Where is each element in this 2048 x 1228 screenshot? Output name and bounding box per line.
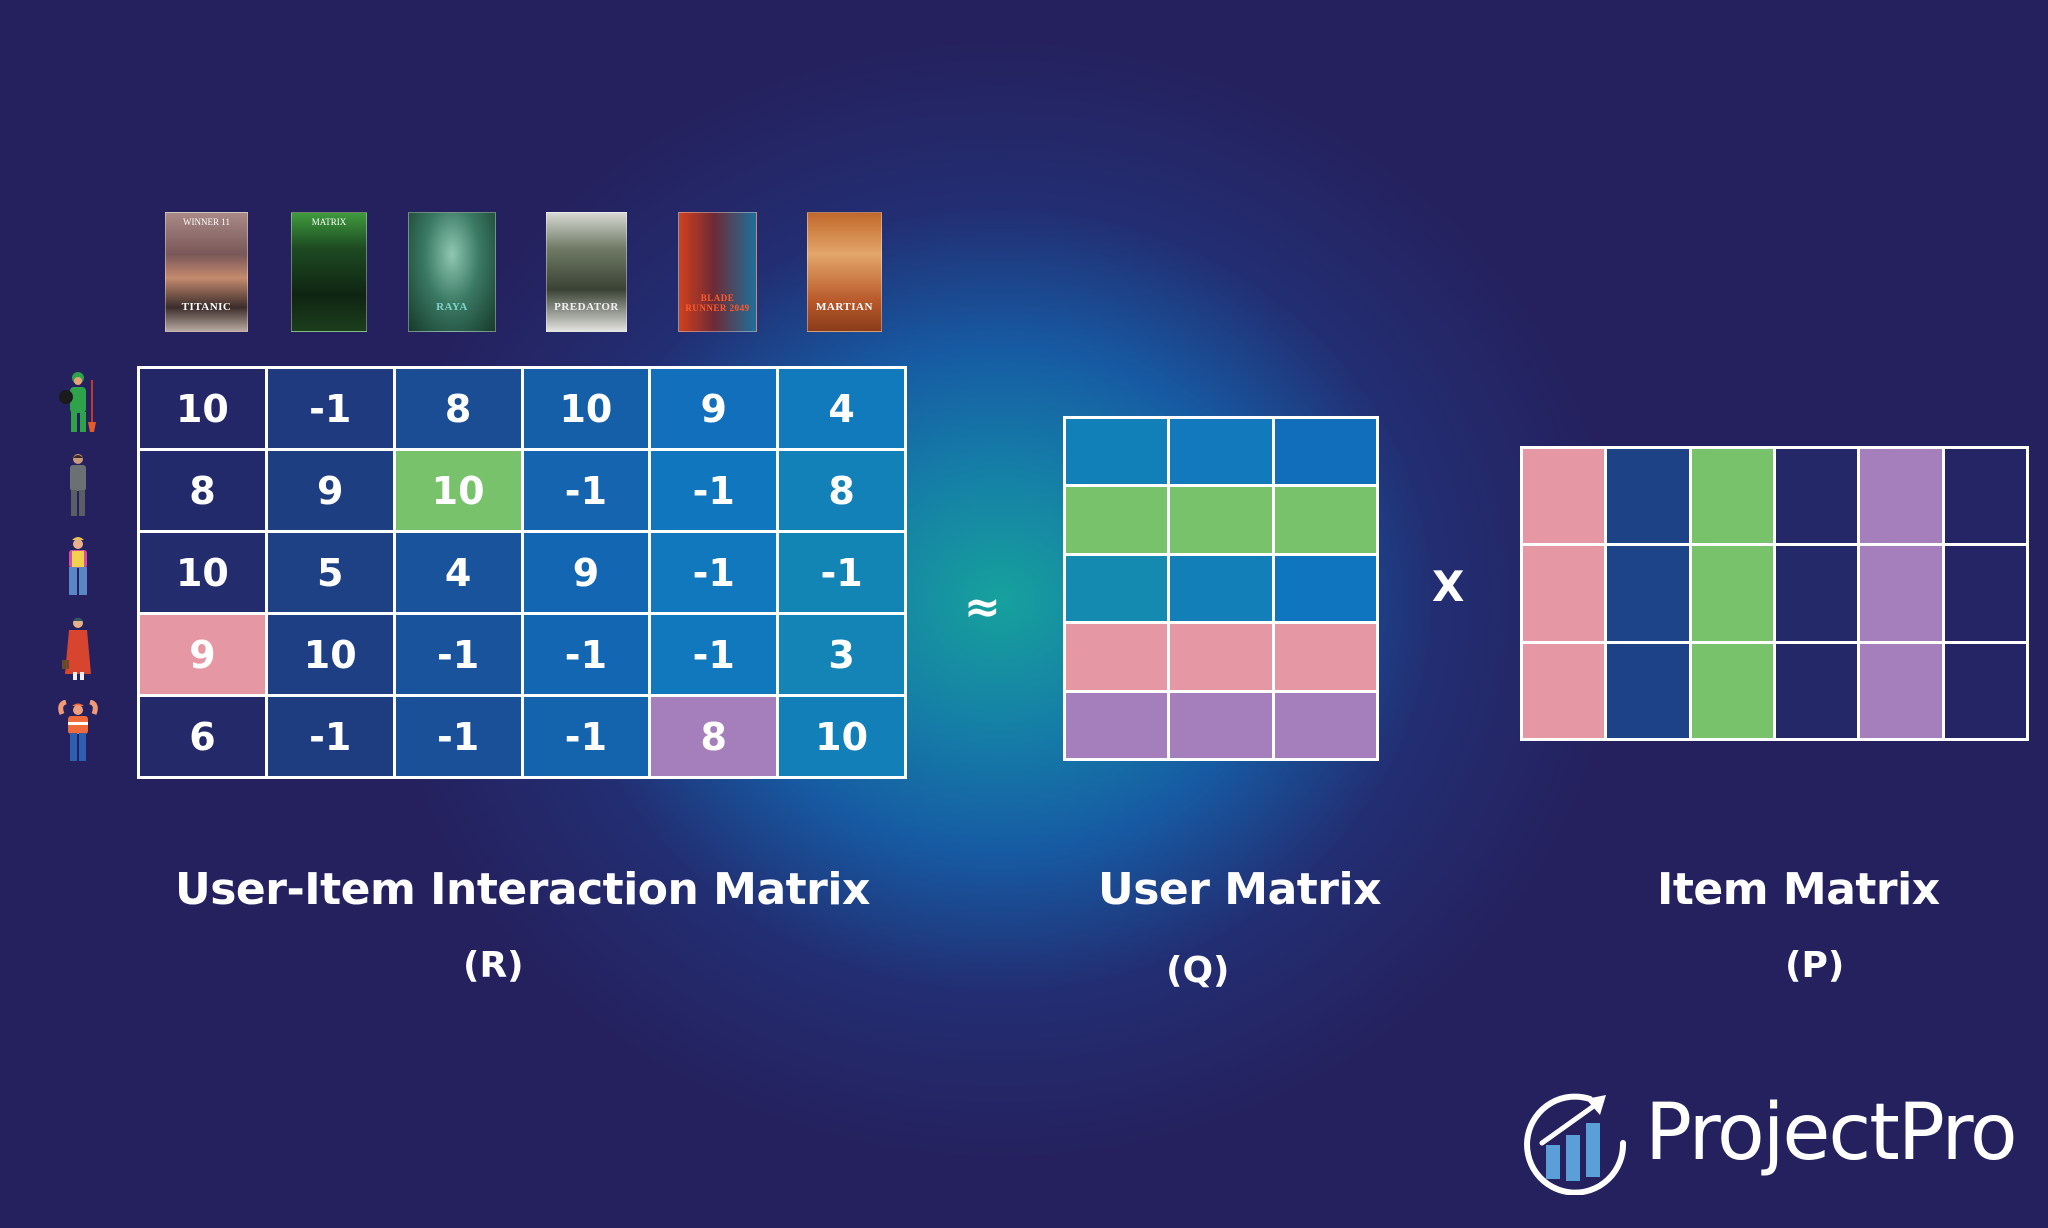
poster-matrix: MATRIX xyxy=(291,212,367,332)
construction-worker-user-icon xyxy=(69,537,87,595)
item-factor-cell xyxy=(1523,546,1605,641)
poster-title: BLADE RUNNER 2049 xyxy=(685,293,750,313)
user-matrix-grid xyxy=(1063,416,1379,761)
rating-cell: -1 xyxy=(395,615,521,694)
item-factor-cell xyxy=(1776,546,1858,641)
user-factor-cell xyxy=(1274,624,1376,690)
rating-cell: -1 xyxy=(651,615,777,694)
poster-titanic: WINNER 11 TITANIC xyxy=(165,212,248,332)
rating-cell: 10 xyxy=(140,369,265,448)
user-matrix-title: User Matrix xyxy=(1098,864,1381,915)
item-factor-cell xyxy=(1776,449,1858,544)
poster-blade-runner: BLADE RUNNER 2049 xyxy=(678,212,757,332)
user-factor-cell xyxy=(1274,692,1376,758)
user-factor-cell xyxy=(1274,419,1376,485)
item-factor-cell xyxy=(1944,546,2026,641)
rating-cell: 4 xyxy=(779,369,904,448)
user-matrix-symbol: (Q) xyxy=(1166,950,1230,991)
item-factor-cell xyxy=(1860,449,1942,544)
item-factor-cell xyxy=(1607,643,1689,738)
item-matrix-grid xyxy=(1520,446,2029,741)
item-factor-cell xyxy=(1691,643,1773,738)
user-factor-cell xyxy=(1066,487,1168,553)
rating-cell: 10 xyxy=(267,615,393,694)
item-factor-cell xyxy=(1860,643,1942,738)
rating-cell: 8 xyxy=(395,369,521,448)
interaction-matrix-symbol: (R) xyxy=(463,945,524,986)
rating-cell: -1 xyxy=(779,533,904,612)
user-factor-cell xyxy=(1170,419,1272,485)
rating-cell: -1 xyxy=(651,451,777,530)
rating-cell: 5 xyxy=(267,533,393,612)
item-factor-cell xyxy=(1860,546,1942,641)
rating-cell: 10 xyxy=(140,533,265,612)
poster-raya: RAYA xyxy=(408,212,496,332)
growth-chart-logo-icon xyxy=(1524,1093,1627,1195)
rating-cell: 4 xyxy=(395,533,521,612)
rating-cell: -1 xyxy=(267,369,393,448)
poster-martian: MARTIAN xyxy=(807,212,882,332)
user-factor-cell xyxy=(1274,555,1376,622)
user-factor-cell xyxy=(1066,555,1168,622)
user-factor-cell xyxy=(1066,624,1168,690)
rating-cell: -1 xyxy=(395,697,521,776)
item-factor-cell xyxy=(1523,643,1605,738)
item-factor-cell xyxy=(1776,643,1858,738)
item-matrix-symbol: (P) xyxy=(1785,945,1845,986)
user-factor-cell xyxy=(1170,555,1272,622)
logo-text: ProjectPro xyxy=(1645,1088,2018,1178)
rating-cell: 10 xyxy=(779,697,904,776)
rating-cell: 9 xyxy=(651,369,777,448)
rating-cell: 6 xyxy=(140,697,265,776)
poster-title: PREDATOR xyxy=(554,301,619,313)
user-factor-cell xyxy=(1170,692,1272,758)
user-factor-cell xyxy=(1066,419,1168,485)
user-factor-cell xyxy=(1170,624,1272,690)
rating-cell: 8 xyxy=(779,451,904,530)
item-matrix-title: Item Matrix xyxy=(1657,864,1940,915)
rating-cell: -1 xyxy=(523,451,649,530)
businessman-user-icon xyxy=(70,454,86,516)
poster-top-text: WINNER 11 xyxy=(183,217,230,227)
rating-cell: -1 xyxy=(267,697,393,776)
poster-predator: PREDATOR xyxy=(546,212,627,332)
user-factor-cell xyxy=(1274,487,1376,553)
gardener-user-icon xyxy=(59,372,96,432)
approx-operator: ≈ xyxy=(964,582,1001,633)
poster-top-text: MATRIX xyxy=(311,217,347,227)
rating-cell: -1 xyxy=(523,697,649,776)
rating-cell: 3 xyxy=(779,615,904,694)
rating-cell: 8 xyxy=(651,697,777,776)
item-factor-cell xyxy=(1944,643,2026,738)
poster-title: TITANIC xyxy=(181,301,232,313)
item-factor-cell xyxy=(1607,546,1689,641)
item-factor-cell xyxy=(1691,449,1773,544)
item-factor-cell xyxy=(1944,449,2026,544)
rating-cell: 9 xyxy=(523,533,649,612)
poster-title: RAYA xyxy=(436,301,468,313)
rating-cell: 10 xyxy=(395,451,521,530)
strong-worker-user-icon xyxy=(58,700,98,761)
traveler-user-icon xyxy=(62,618,91,680)
item-factor-cell xyxy=(1607,449,1689,544)
user-factor-cell xyxy=(1066,692,1168,758)
poster-title: MARTIAN xyxy=(816,301,873,313)
rating-cell: 9 xyxy=(267,451,393,530)
rating-cell: -1 xyxy=(651,533,777,612)
item-factor-cell xyxy=(1691,546,1773,641)
user-factor-cell xyxy=(1170,487,1272,553)
rating-cell: 9 xyxy=(140,615,265,694)
multiply-operator: X xyxy=(1432,562,1465,611)
rating-cell: -1 xyxy=(523,615,649,694)
rating-cell: 10 xyxy=(523,369,649,448)
item-factor-cell xyxy=(1523,449,1605,544)
rating-cell: 8 xyxy=(140,451,265,530)
interaction-matrix-title: User-Item Interaction Matrix xyxy=(175,864,870,915)
